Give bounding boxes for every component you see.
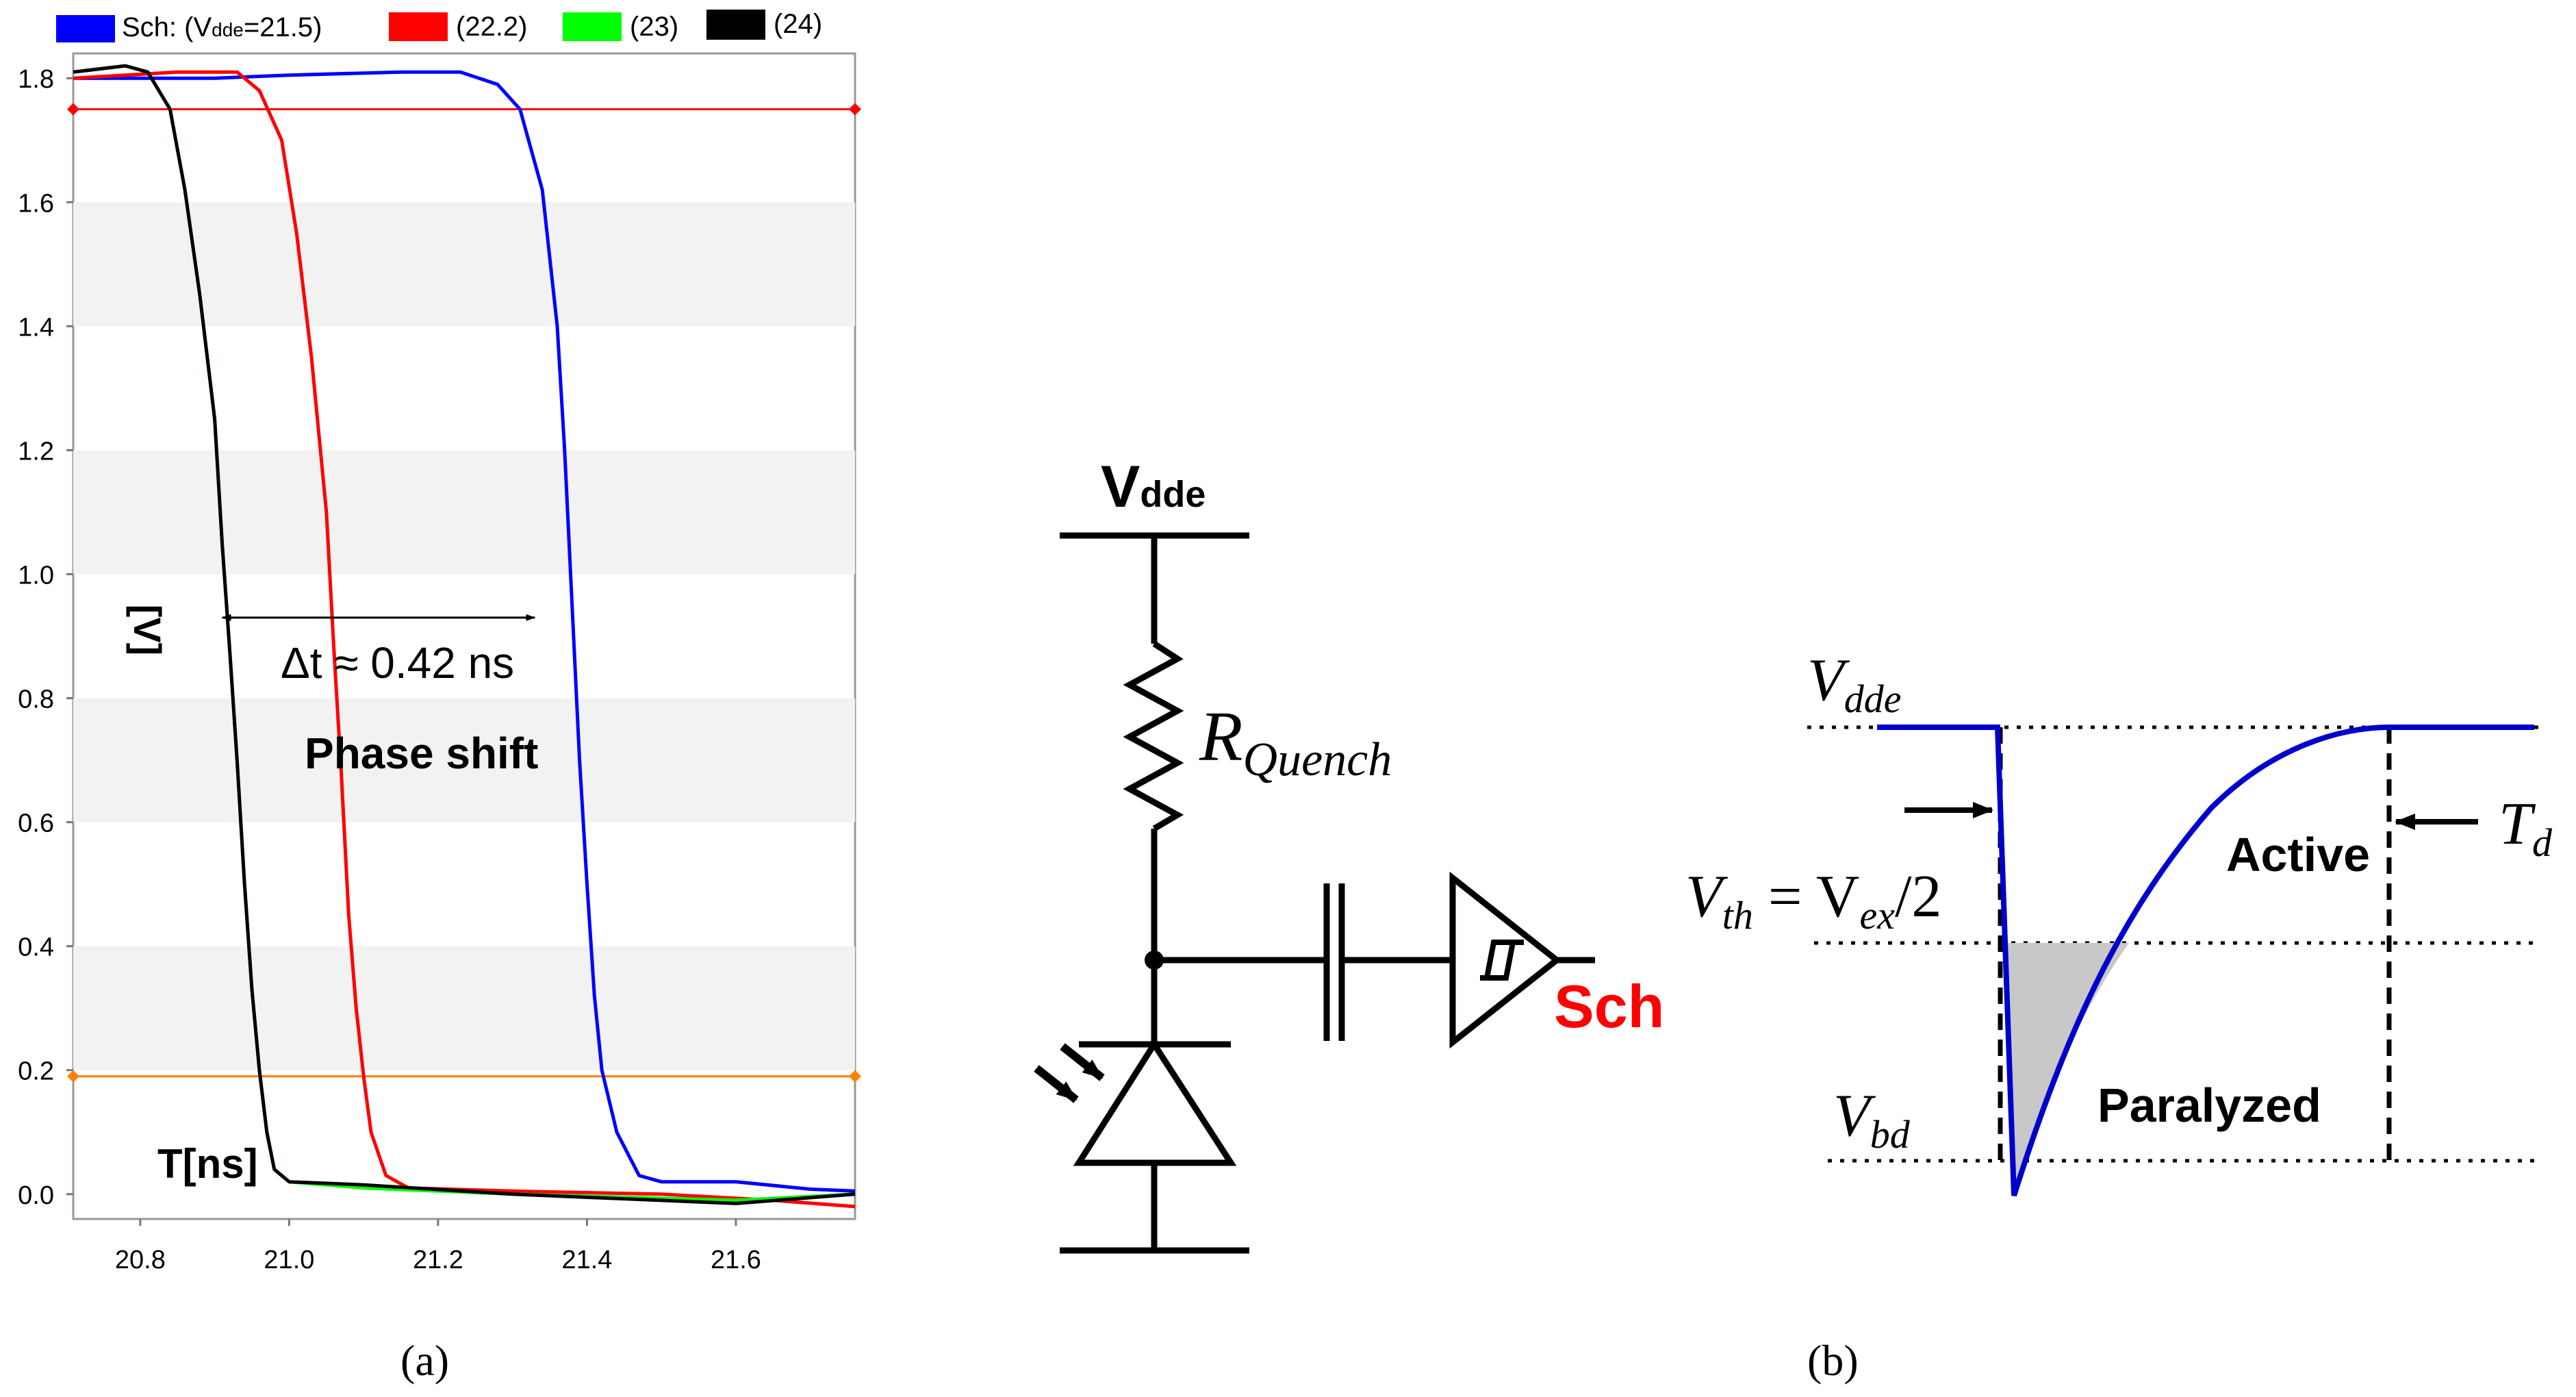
delta-t-label: Δt ≈ 0.42 ns xyxy=(281,638,514,688)
diode-triangle xyxy=(1073,1038,1237,1166)
photon-arrows-icon xyxy=(1034,1043,1105,1103)
y-tick-label: 0.8 xyxy=(18,685,54,714)
y-tick-label: 0.4 xyxy=(18,933,54,962)
td-label: Td xyxy=(2499,791,2553,865)
cursor-marker xyxy=(67,1070,79,1083)
y-tick-label: 1.8 xyxy=(18,65,54,94)
cursor-marker xyxy=(849,103,861,116)
waveform-diagram: Vdde Vth = Vex/2 Vbd Td Active Paralyzed xyxy=(1685,647,2553,1197)
y-tick-label: 0.6 xyxy=(18,809,54,838)
supply-label: Vdde xyxy=(1101,454,1206,520)
resistor-label: RQuench xyxy=(1199,697,1392,786)
cursor-lines xyxy=(67,103,861,1083)
y-axis-ticks: 0.0 0.2 0.4 0.6 0.8 1.0 1.2 1.4 1.6 1.8 xyxy=(18,65,73,1210)
grid-band xyxy=(73,202,855,327)
y-tick-label: 1.4 xyxy=(18,313,54,342)
paralyzed-label: Paralyzed xyxy=(2097,1079,2321,1132)
hysteresis-symbol xyxy=(1480,940,1524,981)
legend-swatch-black xyxy=(706,10,765,40)
vdde-label: Vdde xyxy=(1807,647,1902,721)
resistor xyxy=(1123,641,1184,831)
x-tick-label: 21.4 xyxy=(561,1246,612,1274)
cursor-marker xyxy=(67,103,79,116)
legend-label-blue: Sch: (Vdde=21.5) xyxy=(122,12,322,42)
paralyzed-region xyxy=(2002,943,2129,1192)
active-label: Active xyxy=(2226,828,2370,881)
grid-band xyxy=(73,450,855,575)
legend-swatch-red xyxy=(389,12,448,41)
x-axis-ticks: 20.8 21.0 21.2 21.4 21.6 xyxy=(115,1219,761,1274)
x-axis-label: T[ns] xyxy=(157,1141,258,1187)
grid-band xyxy=(73,946,855,1070)
phase-shift-annotation: Δt ≈ 0.42 ns Phase shift xyxy=(221,614,538,778)
cursor-marker xyxy=(849,1070,861,1083)
legend-label-green: (23) xyxy=(630,12,678,42)
x-tick-label: 20.8 xyxy=(115,1246,166,1274)
waveform-curve xyxy=(1877,725,2534,1197)
x-tick-label: 21.6 xyxy=(711,1246,761,1274)
legend-swatch-green xyxy=(563,12,622,41)
caption-a: (a) xyxy=(400,1336,449,1385)
series-line xyxy=(73,70,856,1209)
legend-swatch-blue xyxy=(56,15,115,42)
y-tick-label: 1.6 xyxy=(18,189,54,218)
y-tick-label: 1.2 xyxy=(18,437,54,466)
circuit-diagram: Vdde RQuench Sch xyxy=(1034,454,1664,1254)
y-axis-label: [V] xyxy=(126,605,169,656)
series-group xyxy=(73,64,856,1209)
y-tick-label: 1.0 xyxy=(18,561,54,590)
grid-band xyxy=(73,698,855,822)
output-label: Sch xyxy=(1554,972,1664,1040)
phase-shift-label: Phase shift xyxy=(305,729,538,778)
y-tick-label: 0.0 xyxy=(18,1181,54,1210)
schmitt-buffer xyxy=(1449,871,1562,1049)
legend-label-red: (22.2) xyxy=(456,12,528,42)
x-tick-label: 21.0 xyxy=(264,1246,314,1274)
y-tick-label: 0.2 xyxy=(18,1057,54,1086)
grid-bands xyxy=(73,202,855,1070)
x-tick-label: 21.2 xyxy=(413,1246,463,1274)
vth-label: Vth = Vex/2 xyxy=(1685,864,1941,937)
legend-label-black: (24) xyxy=(774,9,822,39)
legend: Sch: (Vdde=21.5) (22.2) (23) (24) xyxy=(56,9,822,42)
vbd-label: Vbd xyxy=(1833,1083,1911,1157)
series-line xyxy=(73,64,856,1205)
series-line xyxy=(73,70,856,1193)
caption-b: (b) xyxy=(1807,1336,1859,1385)
